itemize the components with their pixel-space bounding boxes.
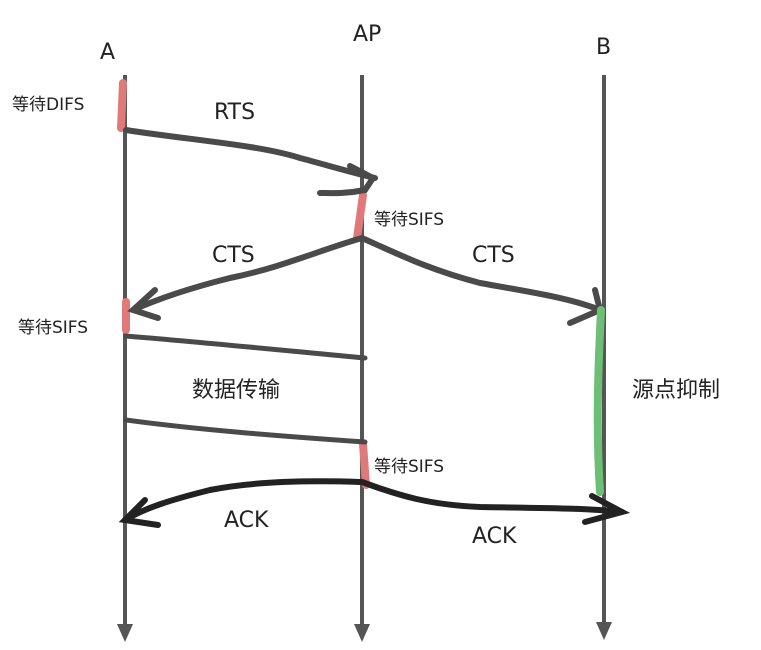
message-label-data: 数据传输 [192, 378, 281, 403]
lifeline-ap-arrowhead [354, 624, 370, 642]
wait-mark-ap-sifs-1 [353, 191, 367, 242]
wait-label-ap-sifs-2: 等待SIFS [374, 457, 445, 477]
message-label-cts-to-b: CTS [472, 243, 515, 268]
lifeline-b-arrowhead [596, 622, 612, 640]
b-state-label: 源点抑制 [632, 378, 721, 403]
message-label-ack-to-b: ACK [472, 524, 517, 549]
ack-to-a-arrowhead [118, 497, 161, 528]
ack-to-a-arrow [122, 478, 363, 523]
data-line-top [123, 333, 368, 361]
data-line-bottom [123, 417, 368, 445]
cts-to-b-arrow [359, 235, 603, 313]
cts-to-a-arrowhead [127, 287, 161, 321]
wait-label-a-difs: 等待DIFS [12, 95, 85, 115]
ack-to-b-arrowhead [582, 493, 631, 525]
message-label-cts-to-a: CTS [212, 243, 255, 268]
wait-label-ap-sifs-1: 等待SIFS [374, 210, 445, 230]
wait-label-a-sifs: 等待SIFS [18, 318, 89, 338]
message-label-rts: RTS [214, 100, 256, 125]
ack-to-b-arrow [359, 479, 625, 515]
node-label-b: B [596, 35, 612, 60]
wait-mark-a-difs [117, 79, 127, 132]
node-label-a: A [100, 40, 116, 65]
lifeline-a-arrowhead [117, 624, 133, 642]
node-label-ap: AP [353, 22, 382, 47]
rts-arrow [123, 127, 378, 181]
message-label-ack-to-a: ACK [224, 508, 269, 533]
b-suppress-mark [593, 306, 605, 496]
cts-to-a-arrow [130, 235, 365, 313]
wait-mark-ap-sifs-2 [359, 440, 370, 489]
rts-arrowhead [317, 163, 378, 197]
